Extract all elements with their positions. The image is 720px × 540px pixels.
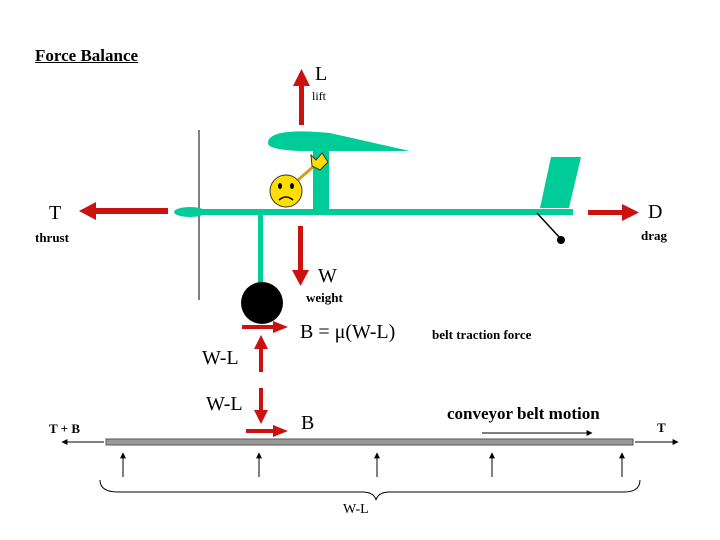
belt-force-b-label: B [301, 412, 315, 434]
lift-symbol: L [315, 63, 328, 85]
belt-force-arrow-upper [242, 321, 288, 333]
lift-arrow [293, 69, 310, 125]
fuselage [190, 209, 573, 215]
conveyor-motion-label: conveyor belt motion [447, 404, 600, 423]
belt-traction-label: belt traction force [432, 327, 532, 342]
support-arrows [120, 452, 625, 477]
lift-name: lift [312, 89, 326, 103]
tail-skid [536, 212, 561, 239]
weight-symbol: W [318, 265, 337, 287]
thrust-symbol: T [49, 202, 62, 224]
thrust-name: thrust [35, 230, 69, 245]
tail-wheel [557, 236, 565, 244]
drag-symbol: D [648, 201, 663, 223]
lower-wl-label: W-L [206, 393, 243, 415]
wing [268, 131, 410, 151]
wl-up-arrow [254, 335, 268, 372]
drag-name: drag [641, 228, 667, 243]
wl-down-arrow [254, 388, 268, 424]
conveyor-belt [105, 438, 634, 446]
belt-right-label: T [657, 420, 666, 435]
airplane [174, 131, 581, 290]
strut-to-wheel [258, 213, 263, 290]
upper-wl-label: W-L [202, 347, 239, 369]
main-wheel [241, 282, 283, 324]
support-total-label: W-L [343, 502, 369, 517]
weight-arrow [292, 226, 309, 286]
support-brace [99, 479, 641, 501]
belt-force-arrow-lower [246, 425, 288, 437]
drag-arrow [588, 204, 639, 221]
diagram-title: Force Balance [35, 46, 139, 65]
belt-left-label: T + B [49, 421, 81, 436]
belt-equation: B = μ(W-L) [300, 321, 396, 343]
weight-name: weight [306, 290, 343, 305]
pilot-smiley [269, 152, 329, 208]
tail-fin [540, 157, 581, 208]
thrust-arrow [79, 202, 168, 220]
